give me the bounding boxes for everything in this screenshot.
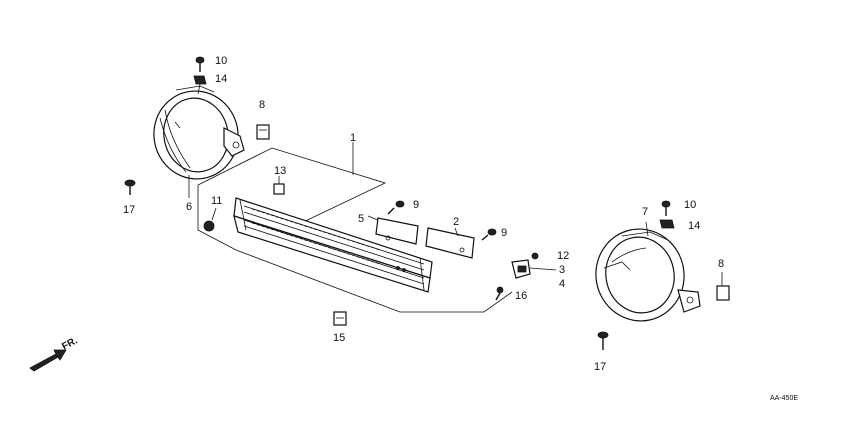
callout-10-left: 10 <box>215 55 227 67</box>
bracket-2 <box>425 227 475 259</box>
callout-17-right: 17 <box>594 361 606 373</box>
grille-assembly-boundary <box>197 142 513 313</box>
callout-2: 2 <box>453 216 459 228</box>
callout-3: 3 <box>559 264 565 276</box>
clip-14-right <box>659 219 675 229</box>
callout-7: 7 <box>642 206 648 218</box>
screw-9-right <box>481 228 497 241</box>
callout-8-left: 8 <box>259 99 265 111</box>
callout-10-right: 10 <box>684 199 696 211</box>
front-direction-arrow <box>29 349 67 372</box>
bolt-11 <box>203 207 217 232</box>
callout-15: 15 <box>333 332 345 344</box>
callout-14-left: 14 <box>215 73 227 85</box>
callout-9-upper: 9 <box>413 199 419 211</box>
diagram-code: AA-450E <box>770 395 798 402</box>
clip-14-left <box>193 75 207 85</box>
front-grille <box>233 197 433 293</box>
clip-8-left <box>256 124 270 140</box>
callout-17-left: 17 <box>123 204 135 216</box>
screw-10-right <box>661 200 671 216</box>
clip-13 <box>273 176 285 195</box>
callout-5: 5 <box>358 213 364 225</box>
callout-11: 11 <box>211 195 222 207</box>
emblem-assembly <box>511 252 557 279</box>
clip-8-right <box>716 272 730 301</box>
right-headlight-housing <box>595 228 701 322</box>
callout-13: 13 <box>274 165 286 177</box>
callout-1: 1 <box>350 132 356 144</box>
clip-15 <box>333 311 347 326</box>
screw-10-left <box>195 56 205 72</box>
callout-8-right: 8 <box>718 258 724 270</box>
callout-9-right: 9 <box>501 227 507 239</box>
callout-16: 16 <box>515 290 527 302</box>
callout-12: 12 <box>557 250 569 262</box>
bracket-5 <box>375 217 419 245</box>
callout-4: 4 <box>559 278 565 290</box>
callout-6: 6 <box>186 201 192 213</box>
screw-17-left <box>124 179 136 195</box>
screw-9-upper <box>387 200 405 215</box>
screw-17-right <box>597 331 609 350</box>
bolt-16 <box>495 286 504 301</box>
callout-14-right: 14 <box>688 220 700 232</box>
grille-slats <box>251 208 381 265</box>
left-headlight-housing <box>153 85 245 180</box>
direction-label: FR. <box>60 335 80 352</box>
